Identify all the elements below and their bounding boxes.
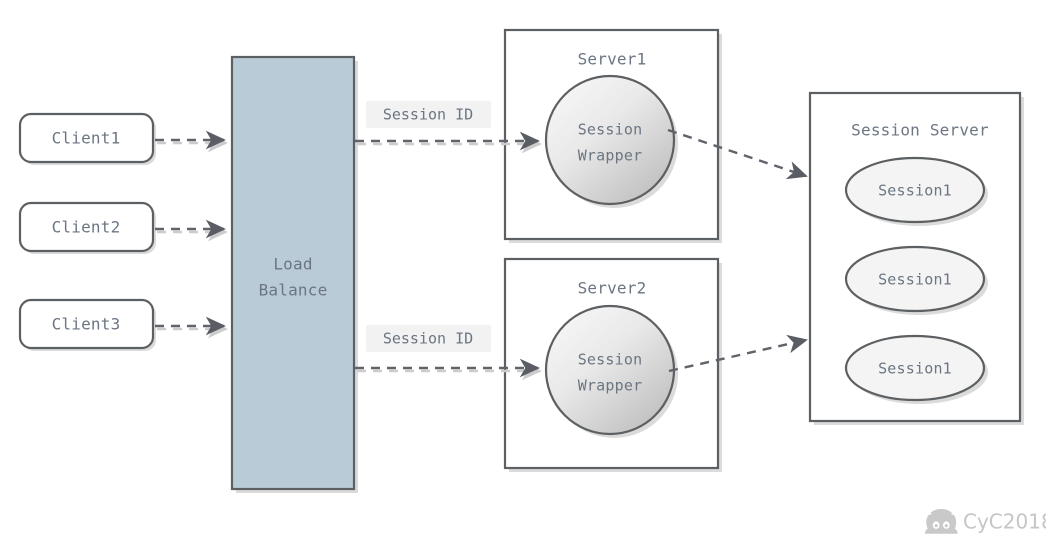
session-1-label: Session1: [878, 182, 952, 200]
edge-wrapper2-to-session-server: [668, 334, 808, 373]
edge-label-session-id-2: Session ID: [366, 325, 491, 352]
edge-wrapper2-line: [668, 334, 808, 373]
client-node-3[interactable]: Client3: [18, 298, 156, 351]
session-wrapper-1-label-line1: Session: [578, 121, 643, 139]
session-wrapper-1-node[interactable]: Session Wrapper: [544, 74, 678, 208]
edge-client1-to-loadbalancer: [155, 130, 228, 153]
client-3-label: Client3: [52, 315, 121, 334]
edge-client2-to-loadbalancer: [155, 219, 228, 242]
edge-label-1-text: Session ID: [383, 106, 473, 124]
edge-client3-to-loadbalancer: [155, 316, 228, 339]
edge-label-1-bg: [366, 101, 491, 128]
edge-wrapper1-line: [667, 128, 808, 180]
server-2-title: Server2: [578, 279, 647, 298]
client-2-label: Client2: [52, 218, 121, 237]
edge-loadbalancer-to-server2: [355, 358, 542, 381]
client-node-2[interactable]: Client2: [18, 201, 156, 254]
session-ellipse-2[interactable]: Session1: [844, 245, 988, 315]
session-wrapper-1-label-line2: Wrapper: [578, 147, 643, 165]
session-wrapper-2-label-line1: Session: [578, 351, 643, 369]
client-1-label: Client1: [52, 129, 121, 148]
edge-label-2-bg: [366, 325, 491, 352]
edge-label-session-id-1: Session ID: [366, 101, 491, 128]
session-3-ellipse[interactable]: [844, 334, 986, 402]
load-balancer-box[interactable]: [230, 55, 356, 491]
load-balancer-label-line2: Balance: [259, 281, 328, 300]
edge-label-2-text: Session ID: [383, 330, 473, 348]
session-wrapper-2-circle[interactable]: [544, 304, 676, 436]
server-1-title: Server1: [578, 50, 647, 69]
session-3-label: Session1: [878, 360, 952, 378]
session-wrapper-2-node[interactable]: Session Wrapper: [544, 304, 678, 438]
client-1-box[interactable]: [18, 112, 155, 164]
github-octocat-icon: [925, 509, 958, 534]
edge-loadbalancer-to-server1: [355, 131, 542, 154]
session-2-ellipse[interactable]: [844, 245, 986, 313]
load-balancer-node[interactable]: Load Balance: [230, 55, 358, 493]
session-2-label: Session1: [878, 271, 952, 289]
load-balancer-label-line1: Load: [273, 255, 312, 274]
watermark-label: CyC2018: [963, 510, 1046, 534]
session-ellipse-1[interactable]: Session1: [844, 156, 988, 226]
session-1-ellipse[interactable]: [844, 156, 986, 224]
client-3-box[interactable]: [18, 298, 155, 350]
edge-wrapper1-to-session-server: [667, 128, 808, 180]
client-2-box[interactable]: [18, 201, 155, 253]
session-ellipse-3[interactable]: Session1: [844, 334, 988, 404]
session-wrapper-2-label-line2: Wrapper: [578, 377, 643, 395]
watermark: CyC2018: [925, 509, 1046, 534]
session-wrapper-1-circle[interactable]: [544, 74, 676, 206]
client-node-1[interactable]: Client1: [18, 112, 156, 165]
session-server-title: Session Server: [851, 121, 989, 140]
